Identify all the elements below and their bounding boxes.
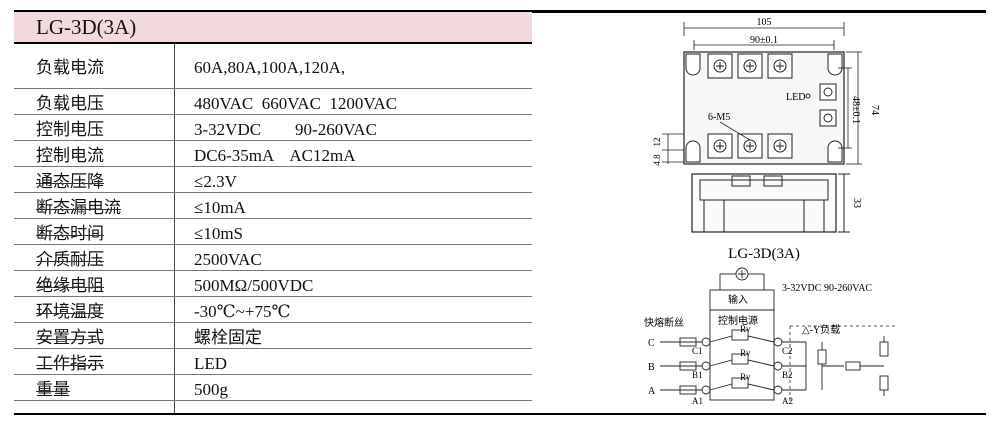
control-power-label: 控制电源 — [718, 314, 758, 327]
row-divider — [14, 140, 532, 141]
spec-value: DC6-35mA AC12mA — [194, 146, 356, 165]
drawing-caption: LG-3D(3A) — [728, 246, 800, 262]
spec-value: 3-32VDC 90-260VAC — [194, 120, 377, 139]
product-title: LG-3D(3A) — [36, 15, 137, 39]
load-label: △-Y负载 — [802, 323, 840, 336]
terminal-a2: A2 — [782, 396, 793, 406]
column-divider — [174, 44, 175, 413]
spec-label: 断态漏电流 — [36, 198, 121, 218]
spec-value: ≤10mS — [194, 224, 244, 243]
dim-74: 74 — [869, 105, 880, 115]
wiring-diagram: 输入 3-32VDC 90-260VAC 快熔断丝 控制电源 △-Y负载 Rv … — [644, 267, 898, 406]
spec-label: 工作指示 — [36, 354, 104, 374]
spec-label: 重量 — [36, 380, 70, 400]
dim-33: 33 — [851, 198, 862, 208]
spec-label: 负载电流 — [36, 58, 104, 78]
spec-value: ≤10mA — [194, 198, 246, 217]
row-divider — [14, 400, 532, 401]
row-divider — [14, 114, 532, 115]
row-divider — [14, 296, 532, 297]
spec-label: 安置方式 — [36, 328, 104, 348]
row-divider — [14, 322, 532, 323]
terminal-c1: C1 — [692, 346, 703, 356]
bottom-rule — [14, 413, 986, 415]
rv-label-1: Rv — [740, 324, 751, 334]
terminal-c2: C2 — [782, 346, 793, 356]
spec-value: 500MΩ/500VDC — [194, 276, 314, 295]
terminal-a: A — [648, 386, 656, 397]
terminal-b2: B2 — [782, 370, 793, 380]
input-label: 输入 — [728, 293, 748, 306]
row-divider — [14, 348, 532, 349]
terminal-b1: B1 — [692, 370, 703, 380]
dim-12: 12 — [652, 138, 662, 147]
row-divider — [14, 88, 532, 89]
dim-90: 90±0.1 — [750, 35, 778, 46]
spec-value: LED — [194, 354, 228, 373]
spec-label: 断态时间 — [36, 224, 104, 244]
spec-value: -30℃~+75℃ — [194, 302, 291, 321]
control-voltage-label: 3-32VDC 90-260VAC — [782, 283, 872, 294]
row-divider — [14, 244, 532, 245]
spec-label: 负载电压 — [36, 94, 104, 114]
terminal-b: B — [648, 362, 655, 373]
fuse-label: 快熔断丝 — [644, 316, 684, 329]
spec-value: 2500VAC — [194, 250, 262, 269]
rv-label-2: Rv — [740, 348, 751, 358]
top-rule — [14, 10, 986, 13]
row-divider — [14, 374, 532, 375]
led-label: LED — [786, 92, 805, 103]
terminal-c: C — [648, 338, 655, 349]
terminal-a1: A1 — [692, 396, 703, 406]
dim-48: 48±0.1 — [850, 96, 861, 124]
spec-value: 500g — [194, 380, 228, 399]
dimension-drawing: 105 90±0.1 LED 6-M5 74 48±0.1 — [652, 17, 880, 262]
spec-value: 480VAC 660VAC 1200VAC — [194, 94, 398, 113]
dim-4-8: 4.8 — [652, 154, 662, 166]
title-bar: LG-3D(3A) — [14, 12, 532, 44]
screw-label: 6-M5 — [708, 112, 730, 123]
spec-value: 螺栓固定 — [194, 328, 262, 347]
row-divider — [14, 270, 532, 271]
spec-label: 绝缘电阻 — [36, 276, 104, 296]
rv-label-3: Rv — [740, 372, 751, 382]
row-divider — [14, 218, 532, 219]
spec-label: 通态压降 — [36, 172, 104, 192]
dim-105: 105 — [757, 17, 772, 28]
spec-label: 介质耐压 — [36, 250, 104, 270]
spec-label: 控制电压 — [36, 120, 104, 140]
row-divider — [14, 166, 532, 167]
spec-table: 负载电流负载电压控制电压控制电流通态压降断态漏电流断态时间介质耐压绝缘电阻环境温… — [14, 44, 532, 413]
spec-value: 60A,80A,100A,120A, — [194, 58, 346, 77]
row-divider — [14, 192, 532, 193]
spec-label: 控制电流 — [36, 146, 104, 166]
spec-value: ≤2.3V — [194, 172, 237, 191]
spec-label: 环境温度 — [36, 302, 104, 322]
